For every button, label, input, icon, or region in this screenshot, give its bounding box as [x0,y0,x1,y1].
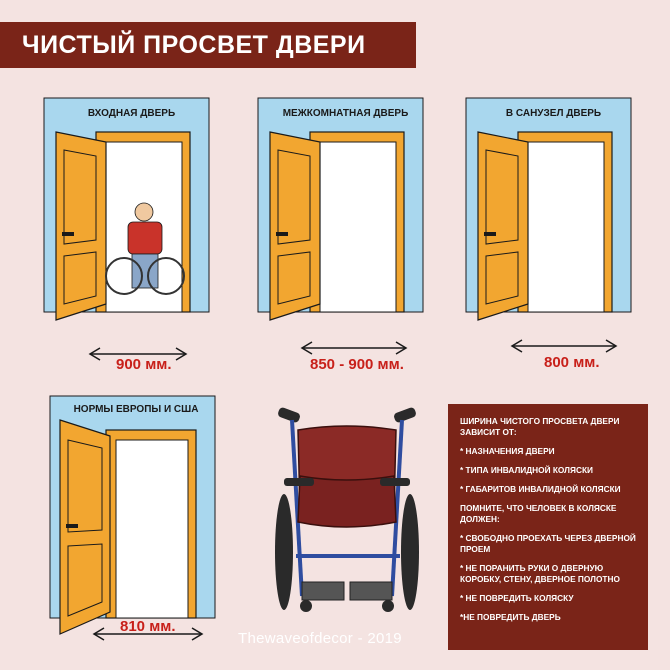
info-factor: * ТИПА ИНВАЛИДНОЙ КОЛЯСКИ [460,465,593,475]
info-reminder: ПОМНИТЕ, ЧТО ЧЕЛОВЕК В КОЛЯСКЕ ДОЛЖЕН: [460,503,617,524]
info-factor: * НАЗНАЧЕНИЯ ДВЕРИ [460,446,555,456]
door-illustration [43,97,210,361]
info-intro: ШИРИНА ЧИСТОГО ПРОСВЕТА ДВЕРИ ЗАВИСИТ ОТ… [460,416,620,437]
door-width-value: 850 - 900 мм. [310,356,404,373]
door-illustration [465,97,632,353]
door-label: НОРМЫ ЕВРОПЫ И США [73,404,199,415]
info-factor: * ГАБАРИТОВ ИНВАЛИДНОЙ КОЛЯСКИ [460,484,621,494]
wheelchair-illustration [266,406,426,626]
door-width-value: 800 мм. [544,354,600,371]
door-illustration [49,395,216,641]
wheelchair-icon [275,407,419,612]
door-panel-eu-us: НОРМЫ ЕВРОПЫ И США 810 мм. [49,395,216,656]
door-width-value: 810 мм. [120,618,176,635]
info-box: ШИРИНА ЧИСТОГО ПРОСВЕТА ДВЕРИ ЗАВИСИТ ОТ… [448,404,648,650]
info-requirement: * НЕ ПОРАНИТЬ РУКИ О ДВЕРНУЮ КОРОБКУ, СТ… [460,563,620,584]
page-title: ЧИСТЫЙ ПРОСВЕТ ДВЕРИ [0,22,416,68]
door-width-value: 900 мм. [116,356,172,373]
info-requirement: * НЕ ПОВРЕДИТЬ КОЛЯСКУ [460,593,574,603]
door-label: ВХОДНАЯ ДВЕРЬ [87,108,176,119]
info-requirement: *НЕ ПОВРЕДИТЬ ДВЕРЬ [460,612,561,622]
door-label: В САНУЗЕЛ ДВЕРЬ [505,108,602,119]
door-label: МЕЖКОМНАТНАЯ ДВЕРЬ [282,108,409,119]
door-panel-interior: МЕЖКОМНАТНАЯ ДВЕРЬ 850 - 900 мм. [257,97,424,378]
door-panel-bathroom: В САНУЗЕЛ ДВЕРЬ 800 мм. [465,97,632,378]
door-illustration [257,97,424,355]
door-panel-entrance: ВХОДНАЯ ДВЕРЬ 900 мм. [43,97,210,378]
info-requirement: * СВОБОДНО ПРОЕХАТЬ ЧЕРЕЗ ДВЕРНОЙ ПРОЕМ [460,533,636,554]
watermark: Thewaveofdecor - 2019 [238,630,402,647]
